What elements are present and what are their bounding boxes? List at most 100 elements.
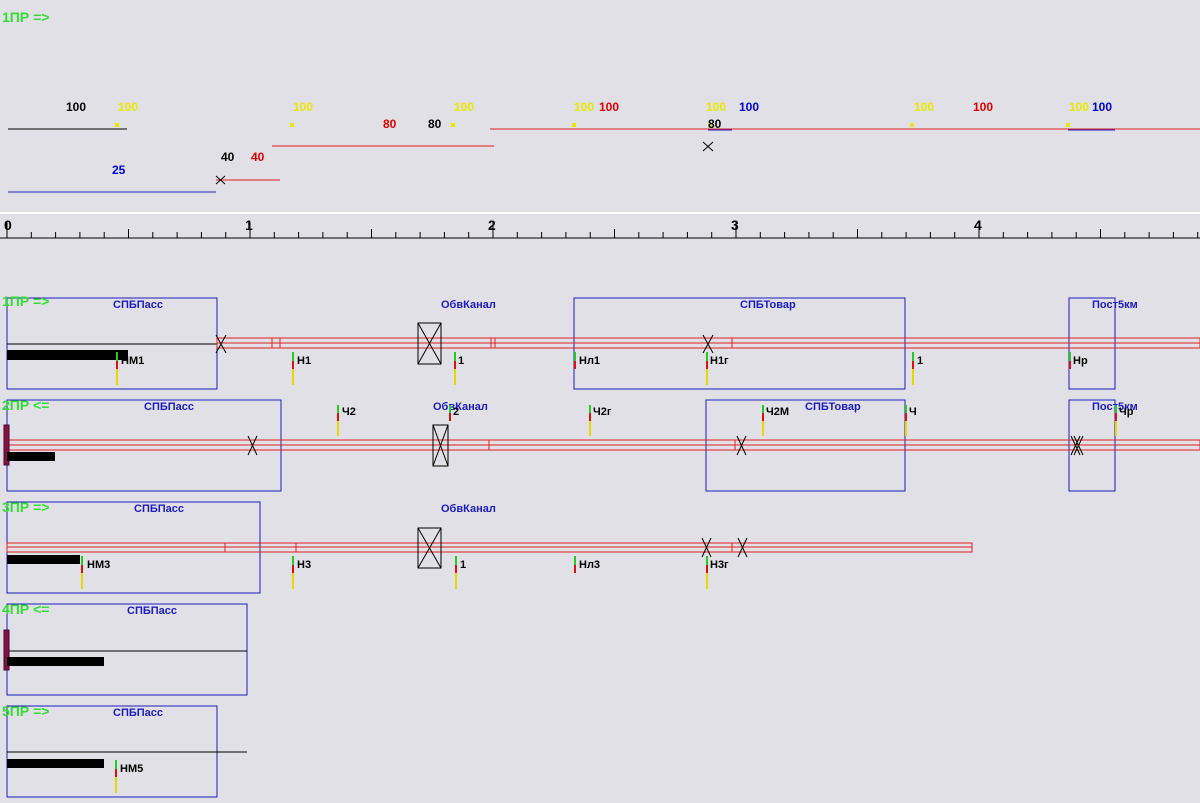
track-3[interactable]: 3ПР => СПБПасс ОбвКанал НМ3 Н3 1 Нл3 Н3г [2, 499, 973, 594]
signal-name: Нл1 [579, 355, 600, 367]
station-name: СПБПасс [144, 401, 194, 413]
signal-name: НМ1 [121, 355, 144, 367]
signal-name: Ч2 [342, 406, 356, 418]
train-occupancy-bar[interactable] [7, 350, 128, 360]
track-4[interactable]: 4ПР <= СПБПасс [2, 601, 248, 696]
signal-name: Н3 [297, 559, 311, 571]
train-occupancy-bar[interactable] [7, 759, 104, 768]
signal-name: 1 [458, 355, 464, 367]
station-name: СПБПасс [134, 503, 184, 515]
train-occupancy-bar[interactable] [7, 657, 104, 666]
signal-marker[interactable] [706, 352, 708, 385]
signal-name: Н3г [710, 559, 729, 571]
station-name: СПБТовар [740, 299, 796, 311]
signal-name: Ч [909, 406, 917, 418]
track-5[interactable]: 5ПР => СПБПасс НМ5 [2, 703, 247, 798]
crossing-box[interactable] [417, 527, 442, 569]
track-direction-label: 2ПР <= [2, 397, 49, 413]
track-direction-label: 1ПР => [2, 293, 49, 309]
speed-label: 40 [251, 150, 265, 164]
speed-label: 100 [706, 100, 726, 114]
speed-x-markers [215, 141, 714, 185]
track-end-stop [3, 629, 10, 671]
switch-x [701, 537, 748, 558]
signal-marker[interactable] [449, 405, 451, 421]
speed-label: 100 [739, 100, 759, 114]
speed-label: 100 [454, 100, 474, 114]
signal-marker[interactable] [454, 352, 456, 385]
speed-label: 100 [1069, 100, 1089, 114]
signal-name: Нл3 [579, 559, 600, 571]
speed-profile: 100 100 25 40 40 100 80 80 100 100 100 1… [8, 100, 1200, 193]
ruler-label: 0 [4, 217, 12, 233]
ruler-label: 4 [974, 217, 982, 233]
signal-marker[interactable] [912, 352, 914, 385]
signal-marker[interactable] [574, 352, 576, 369]
track-end-stop [3, 424, 10, 466]
speed-label: 100 [914, 100, 934, 114]
track-direction-label: 5ПР => [2, 703, 49, 719]
signal-name: 1 [460, 559, 466, 571]
train-occupancy-bar[interactable] [7, 452, 55, 461]
speed-label: 100 [66, 100, 86, 114]
track-joints [488, 440, 736, 450]
signal-marker[interactable] [337, 405, 339, 436]
signal-marker[interactable] [81, 556, 83, 589]
ruler-label: 2 [488, 217, 496, 233]
speed-label: 100 [574, 100, 594, 114]
signal-marker[interactable] [455, 556, 457, 589]
crossing-box[interactable] [432, 424, 449, 467]
signal-marker[interactable] [292, 556, 294, 589]
speed-label: 40 [221, 150, 235, 164]
crossing-box[interactable] [417, 322, 442, 365]
signal-name: Н1 [297, 355, 311, 367]
switch-x [215, 334, 714, 354]
signal-marker[interactable] [115, 760, 117, 793]
signal-marker[interactable] [589, 405, 591, 436]
ruler-ticks [6, 222, 1199, 238]
switch-x [247, 435, 1084, 456]
speed-label: 100 [599, 100, 619, 114]
station-name: СПБТовар [805, 401, 861, 413]
signal-marker[interactable] [762, 405, 764, 436]
speed-label: 80 [428, 117, 442, 131]
signal-name: НМ3 [87, 559, 110, 571]
signal-name: Н1г [710, 355, 729, 367]
track-direction-label: 3ПР => [2, 499, 49, 515]
track-joints [271, 338, 733, 348]
signal-name: Ч2М [766, 406, 789, 418]
signal-marker[interactable] [1115, 405, 1117, 436]
speed-markers-yellow [115, 123, 1070, 127]
signal-marker[interactable] [292, 352, 294, 385]
track-1[interactable]: 1ПР => СПБПасс ОбвКанал СПБТовар Пост5км [2, 293, 1200, 390]
distance-ruler: 0 1 2 3 4 [0, 212, 1200, 239]
speed-label: 100 [293, 100, 313, 114]
train-occupancy-bar[interactable] [7, 555, 80, 564]
speed-label: 80 [708, 117, 722, 131]
speed-label: 80 [383, 117, 397, 131]
ruler-label: 1 [245, 217, 253, 233]
station-name: ОбвКанал [441, 503, 496, 515]
signal-marker[interactable] [706, 556, 708, 589]
speed-label: 100 [1092, 100, 1112, 114]
signal-name: Нр [1073, 355, 1088, 367]
ruler-label: 3 [731, 217, 739, 233]
speed-label: 100 [118, 100, 138, 114]
signal-marker[interactable] [1069, 352, 1071, 369]
signal-name: 1 [917, 355, 923, 367]
signal-marker[interactable] [116, 352, 118, 385]
signal-marker[interactable] [574, 556, 576, 573]
station-name: ОбвКанал [433, 401, 488, 413]
station-name: ОбвКанал [441, 299, 496, 311]
station-name: СПБПасс [127, 605, 177, 617]
station-box[interactable] [6, 603, 248, 696]
signal-marker[interactable] [905, 405, 907, 436]
station-name: Пост5км [1092, 299, 1138, 311]
track-joints [224, 543, 733, 552]
track-2[interactable]: 2ПР <= СПБПасс ОбвКанал СПБТовар Пост5км… [2, 397, 1200, 492]
signal-name: 2 [453, 406, 459, 418]
signal-name: Чр [1119, 406, 1134, 418]
signal-name: НМ5 [120, 763, 143, 775]
station-name: Пост5км [1092, 401, 1138, 413]
